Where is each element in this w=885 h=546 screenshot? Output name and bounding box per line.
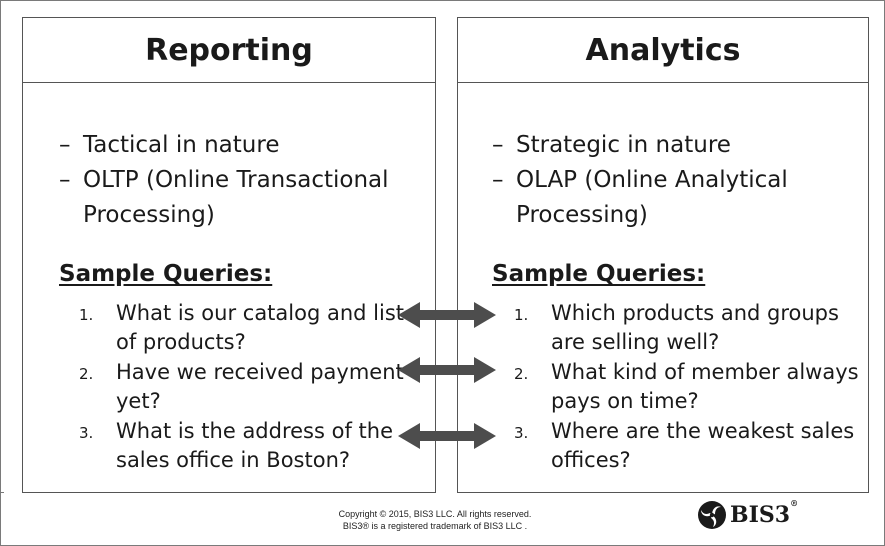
query-text: Have we received payment yet? xyxy=(116,360,404,413)
query-item: 3. What is the address of the sales offi… xyxy=(79,417,429,475)
copyright-notice: Copyright © 2015, BIS3 LLC. All rights r… xyxy=(300,508,570,532)
query-item: 2. What kind of member always pays on ti… xyxy=(514,358,862,416)
bullet-text: OLAP (Online Analytical Processing) xyxy=(516,167,788,228)
query-number: 2. xyxy=(514,365,529,383)
query-item: 3. Where are the weakest sales offices? xyxy=(514,417,862,475)
bullet-text: OLTP (Online Transactional Processing) xyxy=(83,167,389,228)
query-text: What is the address of the sales office … xyxy=(116,419,393,472)
reporting-bullets: – Tactical in nature – OLTP (Online Tran… xyxy=(59,128,425,233)
triskelion-logo-icon xyxy=(698,501,726,529)
edge-tick xyxy=(0,492,4,493)
bullet-item: – Strategic in nature xyxy=(492,128,858,163)
query-item: 1. Which products and groups are selling… xyxy=(514,299,862,357)
reporting-title: Reporting xyxy=(23,18,435,83)
sample-queries-heading: Sample Queries: xyxy=(59,261,273,287)
sample-queries-heading: Sample Queries: xyxy=(492,261,706,287)
bullet-text: Tactical in nature xyxy=(83,132,280,158)
bullet-item: – Tactical in nature xyxy=(59,128,425,163)
query-text: What is our catalog and list of products… xyxy=(116,301,405,354)
bis3-logo: BIS3® xyxy=(697,498,799,530)
analytics-queries: 1. Which products and groups are selling… xyxy=(514,299,862,476)
analytics-title: Analytics xyxy=(458,18,868,83)
dash-marker: – xyxy=(59,167,71,193)
query-number: 1. xyxy=(514,306,529,324)
analytics-bullets: – Strategic in nature – OLAP (Online Ana… xyxy=(492,128,858,233)
query-number: 2. xyxy=(79,365,94,383)
query-text: What kind of member always pays on time? xyxy=(551,360,859,413)
trademark-line: BIS3® is a registered trademark of BIS3 … xyxy=(342,521,528,531)
query-number: 3. xyxy=(79,424,94,442)
reporting-queries: 1. What is our catalog and list of produ… xyxy=(79,299,429,476)
bullet-item: – OLTP (Online Transactional Processing) xyxy=(59,163,425,233)
dash-marker: – xyxy=(492,132,504,158)
logo-wordmark: BIS3® xyxy=(730,498,799,528)
dash-marker: – xyxy=(59,132,71,158)
copyright-line: Copyright © 2015, BIS3 LLC. All rights r… xyxy=(338,509,532,519)
dash-marker: – xyxy=(492,167,504,193)
query-item: 1. What is our catalog and list of produ… xyxy=(79,299,429,357)
reporting-panel: Reporting – Tactical in nature – OLTP (O… xyxy=(22,17,436,493)
query-text: Where are the weakest sales offices? xyxy=(551,419,855,472)
query-number: 1. xyxy=(79,306,94,324)
registered-mark: ® xyxy=(790,498,799,508)
bullet-item: – OLAP (Online Analytical Processing) xyxy=(492,163,858,233)
bullet-text: Strategic in nature xyxy=(516,132,731,158)
query-text: Which products and groups are selling we… xyxy=(551,301,839,354)
query-item: 2. Have we received payment yet? xyxy=(79,358,429,416)
analytics-panel: Analytics – Strategic in nature – OLAP (… xyxy=(457,17,869,493)
query-number: 3. xyxy=(514,424,529,442)
